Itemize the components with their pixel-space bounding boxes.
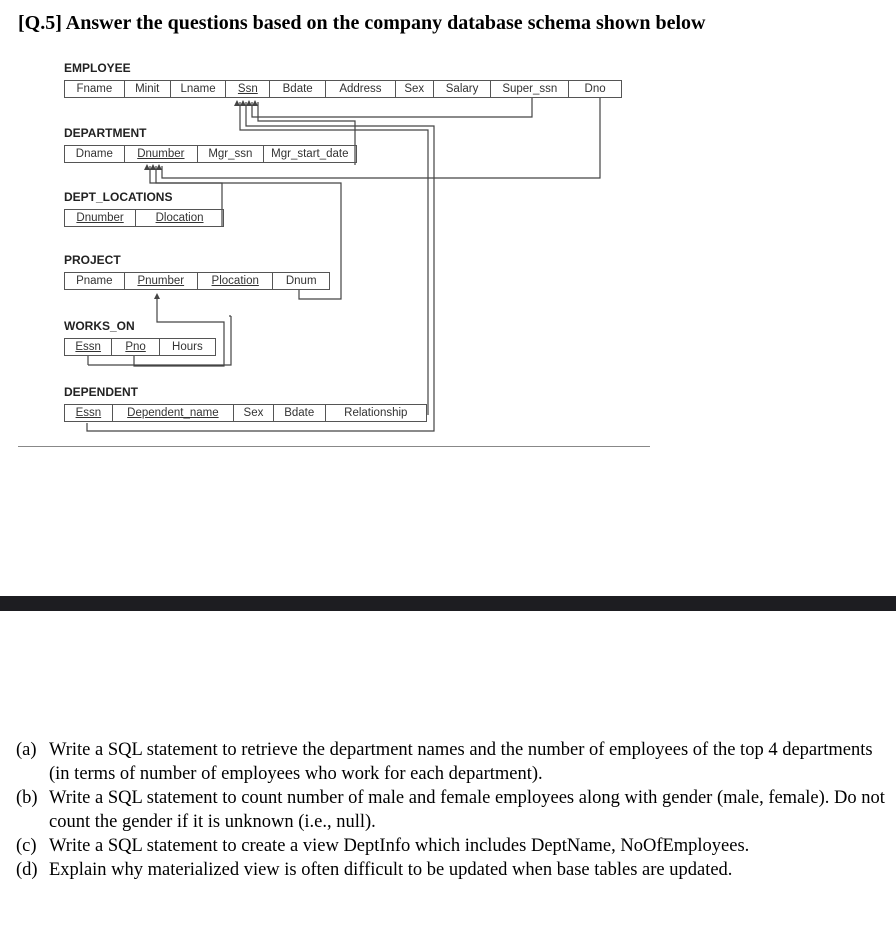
question-list: (a) Write a SQL statement to retrieve th… (16, 738, 886, 882)
project-attributes: Pname Pnumber Plocation Dnum (64, 272, 330, 290)
works-on-attributes: Essn Pno Hours (64, 338, 216, 356)
question-a: (a) Write a SQL statement to retrieve th… (16, 738, 886, 786)
employee-ssn: Ssn (226, 81, 271, 97)
question-b: (b) Write a SQL statement to count numbe… (16, 786, 886, 834)
works-on-hours: Hours (172, 341, 203, 353)
question-b-label: (b) (16, 788, 38, 808)
works-on-pno-label: Pno (125, 341, 146, 353)
employee-minit: Minit (125, 81, 171, 97)
dept-locations-dnumber-label: Dnumber (76, 212, 124, 224)
question-c-label: (c) (16, 836, 37, 856)
works-on-essn: Essn (65, 339, 113, 355)
dept-locations-dlocation-label: Dlocation (155, 212, 204, 224)
dependent-name: Dependent_name (113, 405, 235, 421)
department-mgr-ssn: Mgr_ssn (198, 146, 264, 162)
project-plocation-label: Plocation (211, 275, 259, 287)
divider-line (18, 446, 650, 447)
foreign-key-links (86, 98, 601, 432)
question-d-label: (d) (16, 860, 38, 880)
dependent-essn: Essn (65, 405, 113, 421)
dependent-relationship: Relationship (344, 407, 408, 419)
dependent-bdate: Bdate (274, 405, 326, 421)
employee-table-name: EMPLOYEE (64, 61, 131, 75)
dept-locations-table-name: DEPT_LOCATIONS (64, 190, 173, 204)
dependent-essn-label: Essn (75, 407, 102, 419)
department-table-name: DEPARTMENT (64, 126, 147, 140)
question-d-text: Explain why materialized view is often d… (49, 860, 733, 880)
works-on-pno: Pno (112, 339, 160, 355)
employee-dno: Dno (584, 83, 606, 95)
question-title: [Q.5] Answer the questions based on the … (18, 12, 706, 34)
employee-ssn-label: Ssn (237, 83, 258, 95)
project-table-name: PROJECT (64, 253, 121, 267)
employee-salary: Salary (434, 81, 492, 97)
dependent-name-label: Dependent_name (127, 407, 219, 419)
dept-locations-dlocation: Dlocation (136, 210, 223, 226)
department-attributes: Dname Dnumber Mgr_ssn Mgr_start_date (64, 145, 357, 163)
dependent-sex: Sex (234, 405, 274, 421)
employee-lname: Lname (171, 81, 227, 97)
project-pname: Pname (65, 273, 125, 289)
project-plocation: Plocation (198, 273, 274, 289)
department-dname: Dname (65, 146, 125, 162)
employee-sex: Sex (396, 81, 434, 97)
employee-super-ssn: Super_ssn (491, 81, 570, 97)
dependent-attributes: Essn Dependent_name Sex Bdate Relationsh… (64, 404, 427, 422)
question-b-text: Write a SQL statement to count number of… (49, 788, 885, 832)
works-on-table-name: WORKS_ON (64, 319, 135, 333)
department-mgr-start-date: Mgr_start_date (271, 148, 349, 160)
schema-diagram: EMPLOYEE Fname Minit Lname Ssn Bdate Add… (64, 61, 622, 432)
question-d: (d) Explain why materialized view is oft… (16, 858, 886, 882)
question-a-text: Write a SQL statement to retrieve the de… (49, 740, 873, 784)
project-pnumber: Pnumber (125, 273, 198, 289)
employee-fname: Fname (65, 81, 125, 97)
project-dnum: Dnum (285, 275, 317, 287)
department-dnumber-label: Dnumber (137, 148, 185, 160)
employee-attributes: Fname Minit Lname Ssn Bdate Address Sex … (64, 80, 622, 98)
question-c: (c) Write a SQL statement to create a vi… (16, 834, 886, 858)
separator-bar (0, 596, 896, 611)
question-c-text: Write a SQL statement to create a view D… (49, 836, 750, 856)
employee-bdate: Bdate (270, 81, 327, 97)
department-dnumber: Dnumber (125, 146, 199, 162)
question-a-label: (a) (16, 740, 37, 760)
dependent-table-name: DEPENDENT (64, 385, 139, 399)
works-on-essn-label: Essn (75, 341, 101, 353)
project-pnumber-label: Pnumber (137, 275, 185, 287)
employee-address: Address (326, 81, 396, 97)
dept-locations-dnumber: Dnumber (65, 210, 137, 226)
dept-locations-attributes: Dnumber Dlocation (64, 209, 224, 227)
